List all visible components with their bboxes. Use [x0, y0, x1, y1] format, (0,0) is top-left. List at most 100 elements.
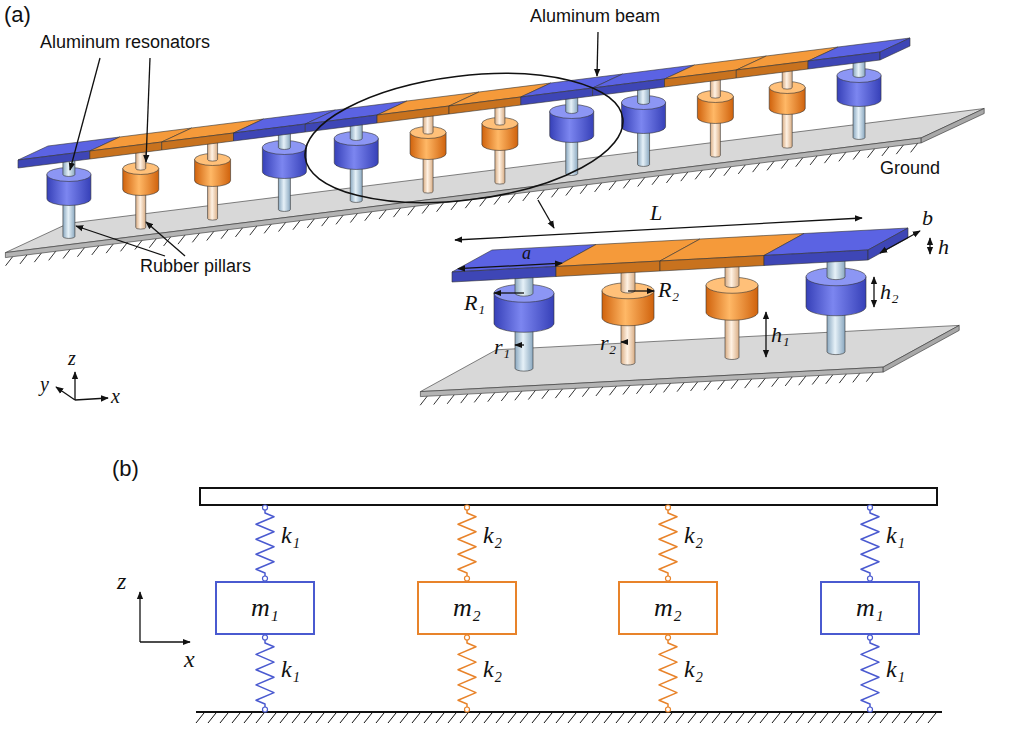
ground-hatch	[232, 713, 240, 723]
mass-label: m₂	[453, 593, 481, 623]
spring-joint	[868, 505, 873, 510]
ground-hatch	[192, 233, 199, 242]
ground-hatch	[724, 713, 732, 723]
ground-hatch	[292, 713, 300, 723]
ground-hatch	[400, 713, 408, 723]
ground-hatch	[710, 169, 717, 178]
ground-hatch	[580, 185, 587, 194]
ground-hatch	[20, 255, 27, 264]
spring-symbol	[659, 505, 677, 581]
axis-label: z	[117, 568, 126, 596]
ground-hatch	[760, 713, 768, 723]
beam-front	[90, 142, 162, 159]
ground-hatch	[640, 713, 648, 723]
ground-hatch	[772, 378, 779, 387]
ground-hatch	[49, 251, 56, 260]
beam-front	[665, 70, 737, 87]
ground-hatch	[868, 149, 875, 158]
ground-hatch	[568, 713, 576, 723]
ground-hatch	[6, 257, 13, 266]
zoom-ellipse	[298, 57, 631, 219]
ground-hatch	[638, 178, 645, 187]
ground-hatch	[868, 713, 876, 723]
dimension-label: r₁	[494, 334, 510, 359]
ground-hatch	[748, 713, 756, 723]
ground-hatch	[758, 378, 765, 387]
beam-front	[556, 261, 660, 277]
dimension-arrow	[929, 238, 930, 254]
ground-hatch	[106, 244, 113, 253]
axis-arrow	[74, 372, 75, 400]
leader-arrow	[146, 58, 150, 162]
ground-hatch	[781, 160, 788, 169]
ground-hatch	[235, 228, 242, 237]
stiffness-label: k₁	[281, 522, 300, 550]
ground-hatch	[537, 190, 544, 199]
spring-symbol	[458, 635, 476, 712]
ground-hatch	[839, 152, 846, 161]
ground-hatch	[379, 210, 386, 219]
spring-symbol	[861, 635, 879, 712]
beam-front	[808, 52, 880, 69]
ground-hatch	[208, 713, 216, 723]
axis-label: y	[40, 373, 49, 396]
dimension-label: R₂	[658, 277, 679, 302]
ground-hatch	[681, 172, 688, 181]
part-name: Ground	[880, 158, 940, 179]
dimension-label: h₂	[880, 279, 899, 304]
ground-hatch	[520, 713, 528, 723]
beam-front	[377, 106, 449, 123]
ground-hatch	[623, 386, 630, 395]
ground-hatch	[652, 176, 659, 185]
beam-front	[764, 250, 868, 266]
dimension-arrow	[880, 231, 920, 253]
dimension-arrow	[458, 263, 562, 269]
ground-hatch	[196, 713, 204, 723]
dimension-arrow	[765, 312, 766, 357]
dimension-arrow	[873, 277, 874, 307]
ground-hatch	[388, 713, 396, 723]
ground-hatch	[474, 393, 481, 402]
ground-hatch	[736, 713, 744, 723]
ground-hatch	[652, 713, 660, 723]
panel-label: (b)	[112, 456, 139, 481]
ground-hatch	[767, 161, 774, 170]
beam-front	[521, 88, 593, 105]
ground-hatch	[810, 156, 817, 165]
ground-hatch	[731, 380, 738, 389]
ground-hatch	[738, 165, 745, 174]
ground-hatch	[437, 203, 444, 212]
axis-label: x	[111, 385, 120, 408]
ground-hatch	[799, 376, 806, 385]
stiffness-label: k₁	[281, 656, 300, 684]
spring-joint	[263, 635, 268, 640]
dimension-label: R₁	[464, 290, 485, 315]
ground-hatch	[896, 145, 903, 154]
ground-hatch	[34, 253, 41, 262]
ground-hatch	[279, 223, 286, 232]
ground-hatch	[422, 205, 429, 214]
ground-hatch	[488, 393, 495, 402]
beam-front	[234, 124, 306, 141]
ground-hatch	[718, 381, 725, 390]
ground-hatch	[844, 713, 852, 723]
mass-box: m₁	[820, 581, 920, 635]
ground-hatch	[566, 187, 573, 196]
beam-front	[18, 151, 90, 168]
ground-hatch	[820, 713, 828, 723]
ground-hatch	[364, 713, 372, 723]
ground-hatch	[420, 396, 427, 405]
ground-hatch	[250, 226, 257, 235]
ground-hatch	[551, 188, 558, 197]
spring-joint	[263, 707, 268, 712]
spring-joint	[465, 635, 470, 640]
spring-joint	[263, 505, 268, 510]
ground-hatch	[508, 194, 515, 203]
beam-front	[449, 97, 521, 114]
mass-box: m₂	[417, 581, 517, 635]
radius-arrow	[515, 344, 524, 345]
ground-hatch	[304, 713, 312, 723]
ground-hatch	[63, 250, 70, 259]
ground-hatch	[336, 215, 343, 224]
ground-hatch	[528, 391, 535, 400]
